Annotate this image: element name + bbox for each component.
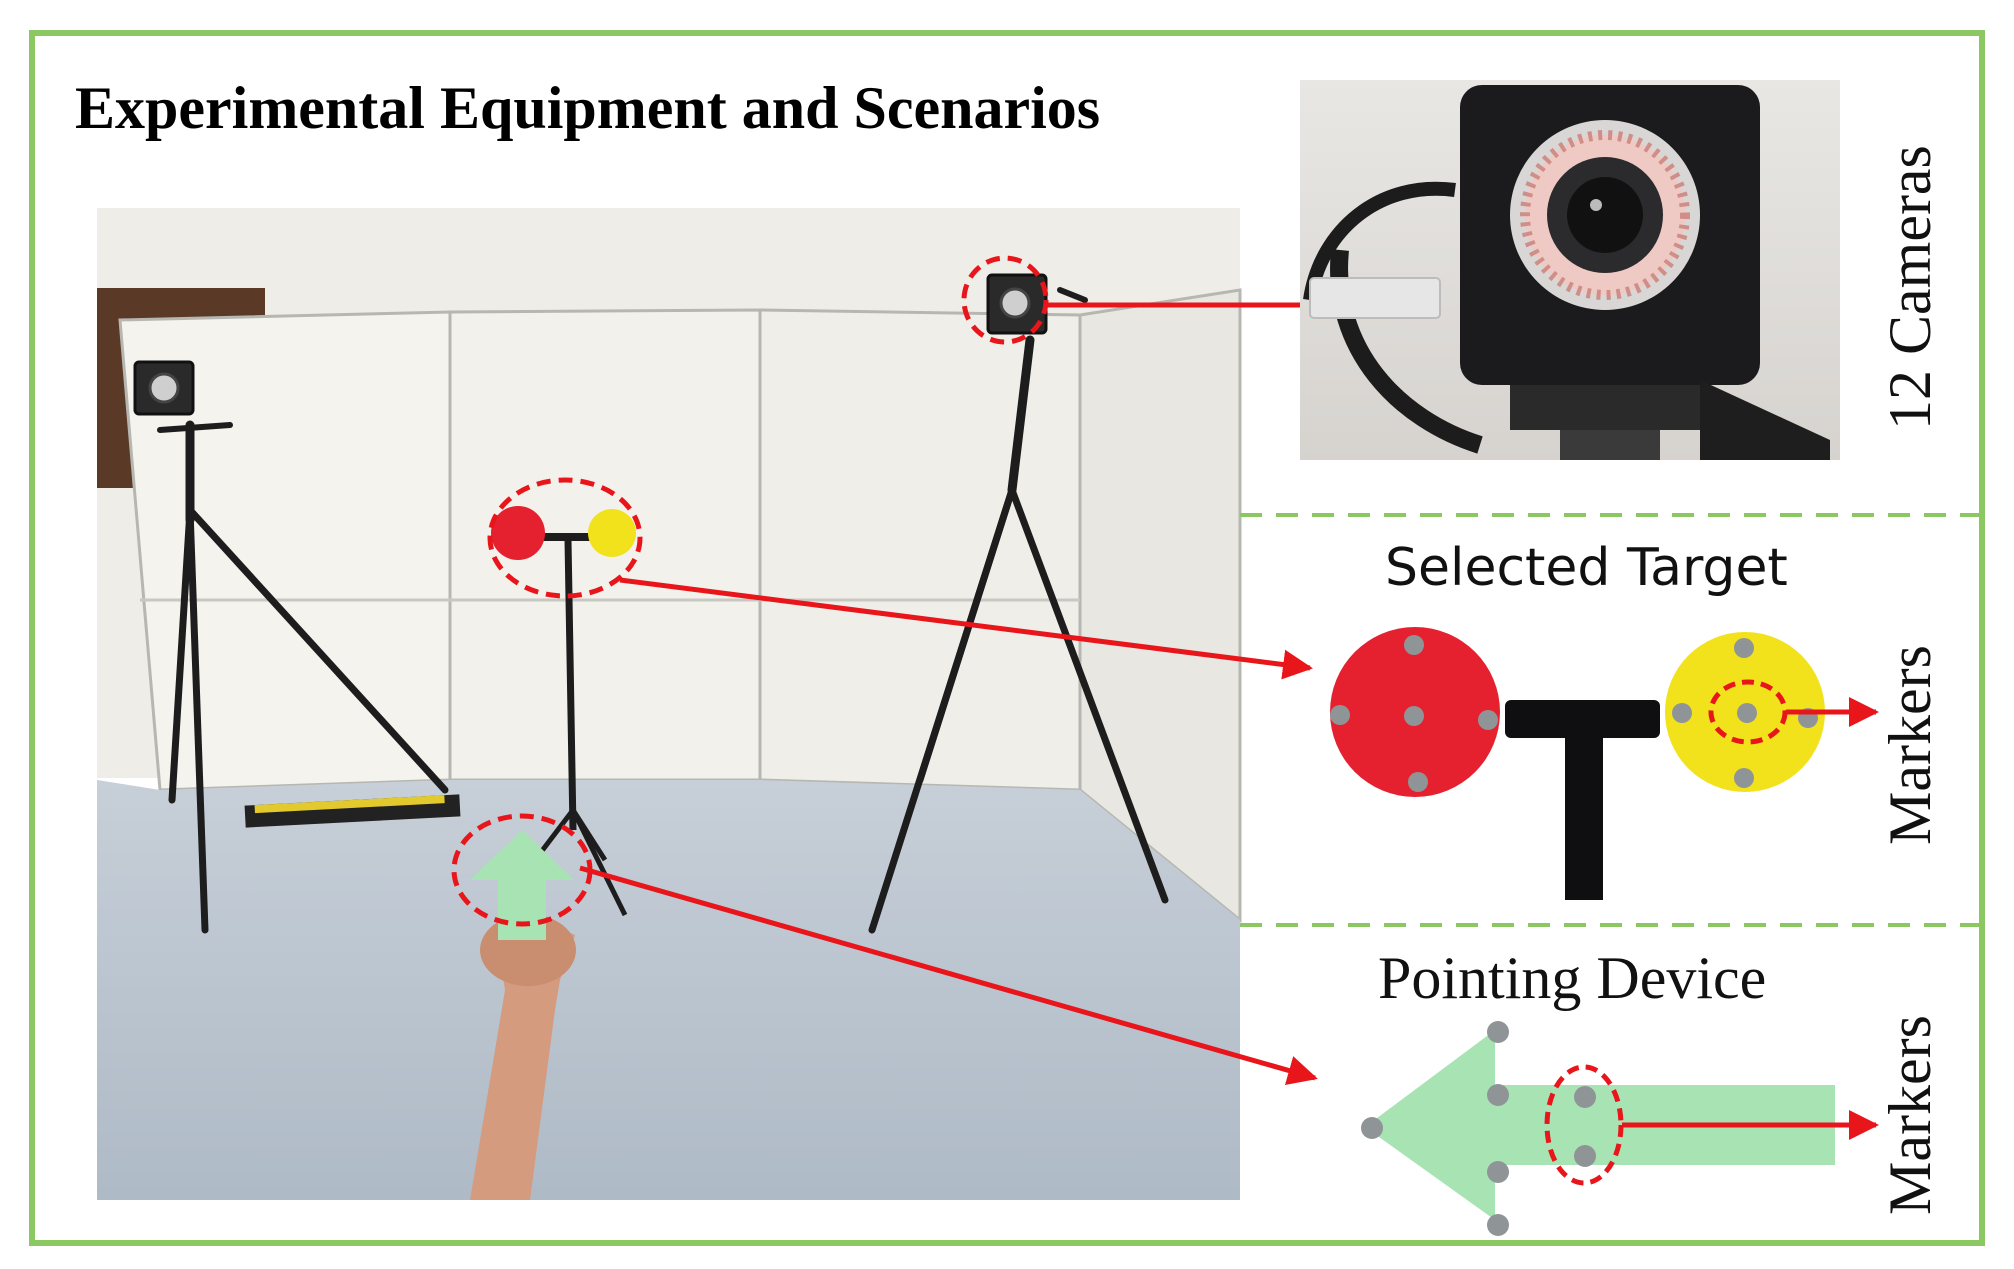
arrow-device: [579, 865, 1318, 1086]
pointing-device-label: Pointing Device: [1378, 945, 1766, 1011]
cameras-label: 12 Cameras: [1877, 145, 1943, 430]
red-target-markers: [1330, 635, 1498, 792]
pointing-device-closeup: [1361, 1021, 1835, 1236]
device-markers-label: Markers: [1877, 1015, 1943, 1215]
arrow-target: [619, 577, 1313, 680]
target-markers-label: Markers: [1877, 645, 1943, 845]
scene-red-target: [491, 506, 545, 560]
callout-scene-target: [487, 477, 643, 599]
figure-title: Experimental Equipment and Scenarios: [75, 75, 1100, 141]
scene-photo: [97, 208, 1242, 1200]
selected-target-label: Selected Target: [1385, 538, 1788, 598]
pointing-device-arrow: [1365, 1030, 1835, 1220]
camera-lens: [1567, 177, 1643, 253]
scene-pointing-device: [470, 830, 574, 940]
callout-right-camera: [961, 255, 1049, 345]
callout-target-marker: [1708, 679, 1788, 745]
pointing-device-markers: [1361, 1021, 1596, 1236]
selected-target-closeup: [1330, 627, 1825, 900]
scene-yellow-target: [588, 509, 636, 557]
callout-device-markers: [1544, 1064, 1624, 1186]
yellow-target-markers: [1672, 638, 1818, 788]
left-camera-tripod: [133, 360, 449, 934]
scene-floor: [97, 780, 1240, 1200]
camera-closeup: [1300, 80, 1840, 460]
right-camera-tripod: [868, 273, 1169, 934]
